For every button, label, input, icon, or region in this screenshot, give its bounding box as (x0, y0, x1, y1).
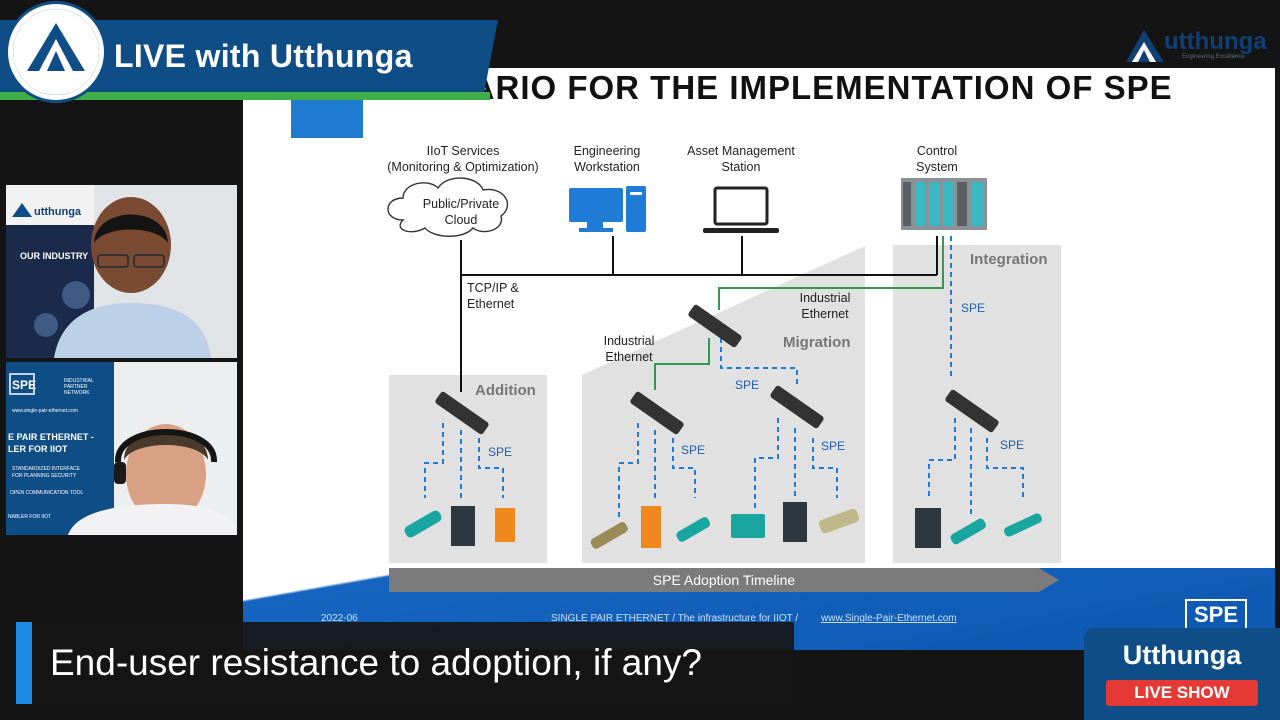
slide-date: 2022-06 (321, 613, 358, 624)
slide-title: SCENARIO FOR THE IMPLEMENTATION OF SPE (375, 69, 1173, 106)
poster-line: FOR PLANNING SECURITY (12, 473, 77, 479)
poster-line: NABLER FOR IIOT (8, 514, 51, 520)
zone-integration-label: Integration (970, 251, 1048, 268)
brand-watermark: utthunga Engineering Excellence (1126, 26, 1272, 66)
sensor-icon (950, 518, 986, 545)
poster-line: LER FOR IIOT (8, 444, 68, 454)
lower-third-caption: End-user resistance to adoption, if any? (16, 622, 794, 704)
sensor-icon (915, 508, 941, 548)
poster-text: OUR INDUSTRY (20, 251, 88, 261)
sensor-icon (731, 514, 765, 538)
sensor-icon (641, 506, 661, 548)
live-show-tag: LIVE SHOW (1106, 680, 1258, 706)
sensor-icon (404, 510, 442, 538)
poster-logo: SPE (12, 378, 36, 392)
sensor-icon (590, 522, 628, 549)
plc-icon (901, 178, 987, 230)
banner-accent-stripe (0, 92, 490, 100)
spe-scenario-diagram: IIoT Services(Monitoring & Optimization)… (387, 144, 1061, 563)
sensor-icon (783, 502, 807, 542)
spe-switch-icon (945, 389, 999, 433)
webcam-tile-host: utthunga OUR INDUSTRY (6, 185, 237, 358)
badge-title: Utthunga (1122, 640, 1242, 670)
zone-migration-label: Migration (783, 334, 851, 351)
utthunga-logo-icon (1126, 30, 1164, 62)
slide-footer-text: SINGLE PAIR ETHERNET / The infrastructur… (551, 613, 799, 624)
iiot-label: IIoT Services(Monitoring & Optimization) (387, 144, 538, 174)
poster-line: STANDARDIZED INTERFACE (12, 466, 81, 472)
workstation-icon (569, 186, 646, 232)
brand-name: utthunga (1164, 28, 1267, 55)
spe-switch-icon (688, 304, 742, 348)
tcpip-label: TCP/IP &Ethernet (467, 281, 520, 311)
poster-url: www.single-pair-ethernet.com (12, 408, 78, 414)
zone-addition-label: Addition (475, 382, 536, 399)
slide-footer-link[interactable]: www.Single-Pair-Ethernet.com (821, 613, 957, 624)
live-show-badge: Utthunga LIVE SHOW (1084, 628, 1280, 720)
brand-tagline: Engineering Excellence (1182, 54, 1245, 60)
spe-switch-icon (770, 385, 824, 429)
presentation-slide: SCENARIO FOR THE IMPLEMENTATION OF SPE (243, 68, 1275, 650)
spe-label: SPE (735, 378, 759, 392)
caption-accent-bar (16, 622, 32, 704)
spe-label: SPE (1000, 438, 1024, 452)
spe-label: SPE (488, 445, 512, 459)
spe-switch-icon (630, 391, 684, 435)
cloud-icon (387, 177, 508, 237)
spe-adoption-timeline: SPE Adoption Timeline (389, 568, 1059, 592)
poster-brand: utthunga (34, 206, 82, 218)
sensor-icon (676, 517, 711, 542)
spe-logo: SPE (1185, 599, 1247, 631)
utthunga-logo-icon (8, 4, 104, 100)
poster-line: OPEN COMMUNICATION TOOL (10, 490, 84, 496)
sensor-icon (818, 508, 860, 534)
spe-label: SPE (821, 439, 845, 453)
laptop-icon (703, 186, 779, 233)
caption-text: End-user resistance to adoption, if any? (50, 642, 702, 683)
spe-label: SPE (681, 443, 705, 457)
sensor-icon (451, 506, 475, 546)
spe-label: SPE (961, 301, 985, 315)
sensor-icon (495, 508, 515, 542)
poster-line: E PAIR ETHERNET - (8, 432, 94, 442)
show-title: LIVE with Utthunga (114, 38, 413, 74)
sensor-icon (1004, 513, 1042, 537)
spe-switch-icon (435, 391, 489, 435)
